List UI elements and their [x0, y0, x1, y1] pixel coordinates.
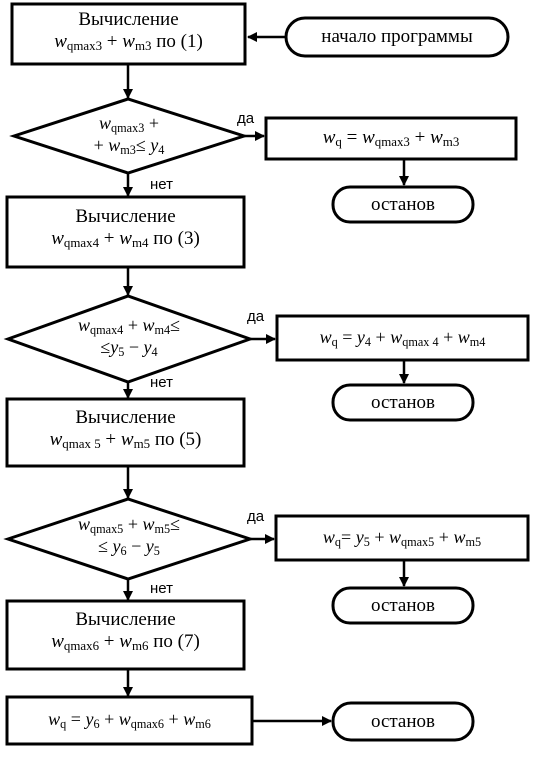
stop-terminal-1 [331, 185, 475, 224]
decision-2-line-2: ≤y5 − y4 [100, 337, 158, 360]
start-label: начало программы [321, 26, 473, 47]
result-box-2 [275, 314, 530, 362]
calc-box-1-title: Вычисление [78, 9, 179, 30]
calc-box-3-title: Вычисление [75, 407, 176, 428]
calc-box-1-text: Вычисление wqmax3 + wm3 по (1) [12, 9, 245, 54]
decision-1-text: wqmax3 + + wm3≤ y4 [14, 113, 244, 157]
stop-label-2: останов [370, 392, 435, 413]
calc-box-4-formula: wqmax6 + wm6 по (7) [51, 630, 200, 654]
stop-terminal-3 [331, 586, 475, 625]
decision-2-yes-label: да [247, 308, 265, 325]
calc-box-3-text: Вычисление wqmax 5 + wm5 по (5) [7, 407, 244, 452]
calc-box-1-formula: wqmax3 + wm3 по (1) [54, 30, 203, 54]
calc-box-3-formula: wqmax 5 + wm5 по (5) [49, 428, 202, 452]
decision-1-line-1: wqmax3 + [99, 113, 159, 136]
result-box-1 [264, 116, 518, 161]
result-box-2-text: wq = y4 + wqmax 4 + wm4 [319, 327, 486, 350]
decision-3-text: wqmax5 + wm5≤ ≤ y6 − y5 [8, 514, 250, 558]
calc-box-2-formula: wqmax4 + wm4 по (3) [51, 227, 200, 251]
decision-3-yes-label: да [247, 508, 265, 525]
result-box-4-text: wq = y6 + wqmax6 + wm6 [48, 709, 211, 732]
decision-1-no-label: нет [150, 176, 173, 193]
decision-1-yes-label: да [237, 110, 255, 127]
decision-3-line-2: ≤ y6 − y5 [98, 536, 160, 559]
decision-3-no-label: нет [150, 580, 173, 597]
result-box-3 [274, 514, 530, 562]
decision-1-line-2: + wm3≤ y4 [93, 135, 165, 158]
result-box-3-text: wq= y5 + wqmax5 + wm5 [322, 527, 482, 550]
calc-box-2-text: Вычисление wqmax4 + wm4 по (3) [7, 206, 244, 251]
stop-terminal-4 [331, 701, 475, 742]
stop-terminal-2 [331, 383, 475, 422]
decision-2-text: wqmax4 + wm4≤ ≤y5 − y4 [8, 315, 250, 359]
stop-label-3: останов [370, 595, 435, 616]
stop-label-1: останов [370, 194, 435, 215]
stop-label-4: останов [370, 711, 435, 732]
calc-box-2-title: Вычисление [75, 206, 176, 227]
calc-box-4-title: Вычисление [75, 609, 176, 630]
calc-box-4 [5, 599, 246, 671]
decision-3-line-1: wqmax5 + wm5≤ [77, 514, 181, 537]
calc-box-2 [5, 195, 246, 269]
decision-2-no-label: нет [150, 374, 173, 391]
calc-box-4-text: Вычисление wqmax6 + wm6 по (7) [7, 609, 244, 654]
calc-box-3 [5, 397, 246, 468]
result-box-1-text: wq = wqmax3 + wm3 [322, 127, 460, 150]
decision-2-line-1: wqmax4 + wm4≤ [77, 315, 181, 338]
